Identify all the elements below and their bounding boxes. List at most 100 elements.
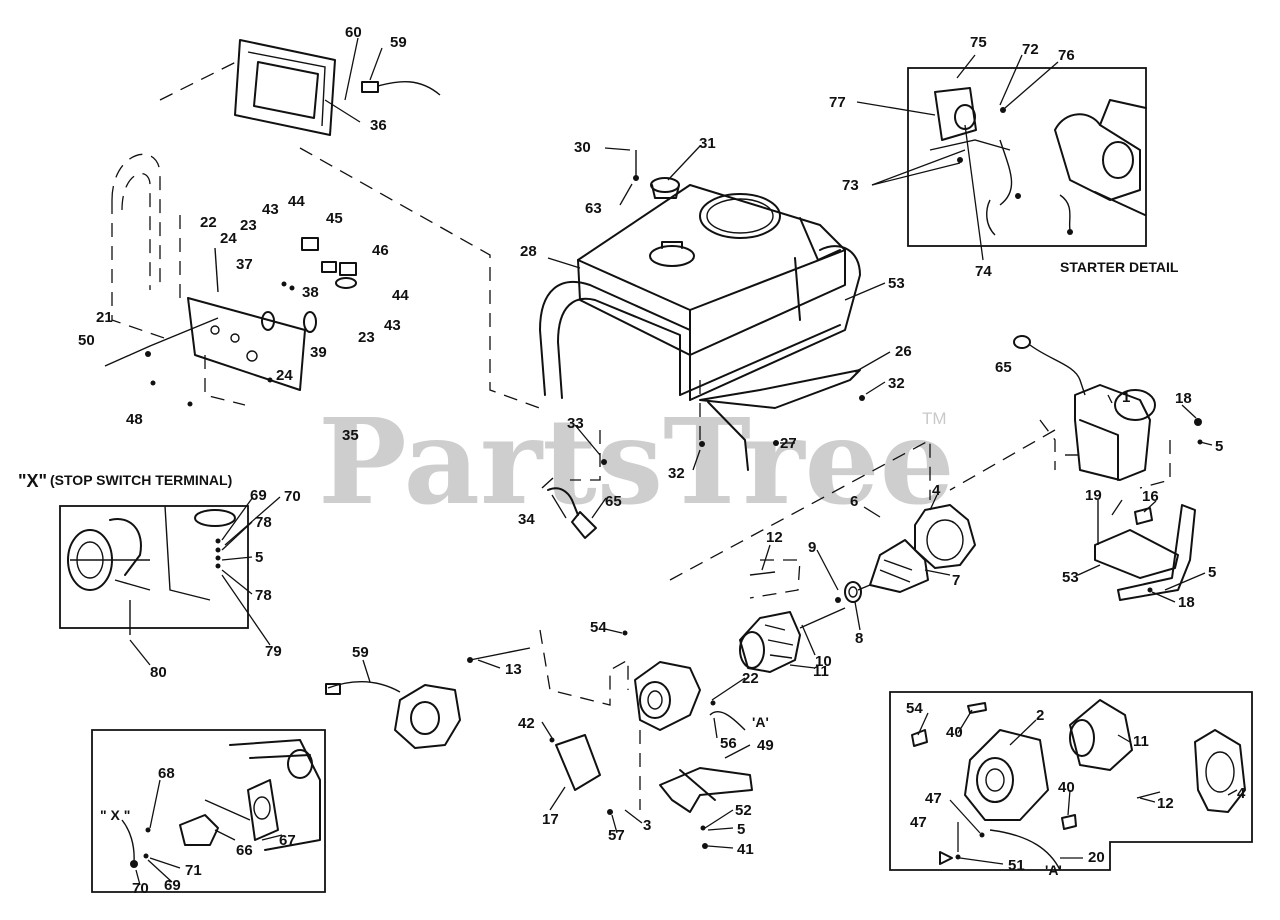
callout-label: 56 [720, 735, 737, 752]
guide-line [749, 559, 801, 599]
stop-switch-caption: (STOP SWITCH TERMINAL) [50, 472, 232, 488]
callout-label: 18 [1178, 594, 1195, 611]
callout-label: 73 [842, 177, 859, 194]
callout-labels: 60 59 36 21 22 24 23 43 44 45 46 37 50 3… [78, 24, 1246, 897]
guide-line [539, 629, 629, 706]
callout-label: 57 [608, 827, 625, 844]
callout-label: 3 [643, 817, 651, 834]
watermark-trademark: TM [922, 409, 947, 428]
callout-label: 20 [1088, 849, 1105, 866]
ref-a-label: 'A' [752, 714, 769, 730]
guide-line [570, 430, 601, 481]
callout-label: 47 [925, 790, 942, 807]
callout-label: 4 [1237, 785, 1246, 802]
callout-label: 77 [829, 94, 846, 111]
callout-label: 1 [1122, 389, 1130, 406]
callout-label: 40 [946, 724, 963, 741]
callout-label: 22 [200, 214, 217, 231]
callout-label: 24 [276, 367, 293, 384]
callout-label: 63 [585, 200, 602, 217]
callout-label: 47 [910, 814, 927, 831]
bracket-26 [699, 369, 861, 471]
callout-label: 78 [255, 587, 272, 604]
callout-label: 12 [766, 529, 783, 546]
callout-label: 24 [220, 230, 237, 247]
callout-label: 67 [279, 832, 296, 849]
engine-adapter-4 [914, 504, 976, 569]
callout-label: 54 [906, 700, 923, 717]
guide-line [299, 147, 546, 411]
callout-label: 33 [567, 415, 584, 432]
callout-label: 31 [699, 135, 716, 152]
callout-label: 17 [542, 811, 559, 828]
callout-label: 8 [855, 630, 863, 647]
callout-label: 60 [345, 24, 362, 41]
small-x-caption: " X " [100, 807, 130, 823]
callout-label: 66 [236, 842, 253, 859]
callout-label: 16 [1142, 488, 1159, 505]
callout-label: 46 [372, 242, 389, 259]
callout-label: 26 [895, 343, 912, 360]
through-bolt-10 [799, 607, 846, 629]
callout-label: 13 [505, 661, 522, 678]
guide-line [949, 429, 1056, 491]
bolt-13 [469, 647, 531, 661]
bracket-3 [659, 767, 753, 813]
callout-label: 43 [262, 201, 279, 218]
callout-label: 69 [250, 487, 267, 504]
mount-bracket-19 [1094, 500, 1196, 601]
callout-label: 5 [255, 549, 263, 566]
control-parts [104, 237, 357, 407]
callout-label: 7 [952, 572, 960, 589]
callout-label: 10 [815, 653, 832, 670]
callout-label: 50 [78, 332, 95, 349]
callout-label: 70 [284, 488, 301, 505]
bearing-8 [844, 581, 862, 603]
alternator-detail-panel [889, 691, 1253, 871]
callout-label: 43 [384, 317, 401, 334]
callout-label: 9 [808, 539, 816, 556]
guide-line [669, 438, 931, 581]
callout-label: 23 [240, 217, 257, 234]
guide-line [1139, 440, 1171, 489]
callout-label: 52 [735, 802, 752, 819]
stator-11 [739, 611, 801, 673]
callout-label: 68 [158, 765, 175, 782]
callout-label: 75 [970, 34, 987, 51]
callout-label: 36 [370, 117, 387, 134]
callout-label: 45 [326, 210, 343, 227]
stop-switch-panel [59, 505, 249, 635]
callout-label: 59 [352, 644, 369, 661]
alternator-housing-59 [325, 681, 461, 749]
cover-17 [555, 734, 601, 791]
control-panel-35 [187, 297, 306, 406]
callout-label: 74 [975, 263, 992, 280]
callout-label: 23 [358, 329, 375, 346]
fuel-pump-1 [1013, 335, 1156, 481]
frame-53 [539, 245, 861, 401]
callout-label: 54 [590, 619, 607, 636]
callout-label: 80 [150, 664, 167, 681]
callout-label: 32 [888, 375, 905, 392]
callout-label: 49 [757, 737, 774, 754]
handle-frame [111, 153, 181, 341]
callout-label: 42 [518, 715, 535, 732]
callout-label: 18 [1175, 390, 1192, 407]
callout-label: 76 [1058, 47, 1075, 64]
callout-label: 5 [1215, 438, 1223, 455]
fuel-line-34 [541, 477, 597, 539]
callout-label: 2 [1036, 707, 1044, 724]
callout-label: 41 [737, 841, 754, 858]
leader-lines [129, 37, 1238, 886]
guide-line [1039, 419, 1056, 470]
callout-label: 65 [995, 359, 1012, 376]
guide-line [159, 59, 241, 101]
callout-label: 37 [236, 256, 253, 273]
rotor-7 [857, 539, 929, 593]
callout-label: 11 [1133, 733, 1149, 750]
callout-label: 40 [1058, 779, 1075, 796]
callout-label: 5 [1208, 564, 1216, 581]
starter-detail-caption: STARTER DETAIL [1060, 259, 1179, 275]
